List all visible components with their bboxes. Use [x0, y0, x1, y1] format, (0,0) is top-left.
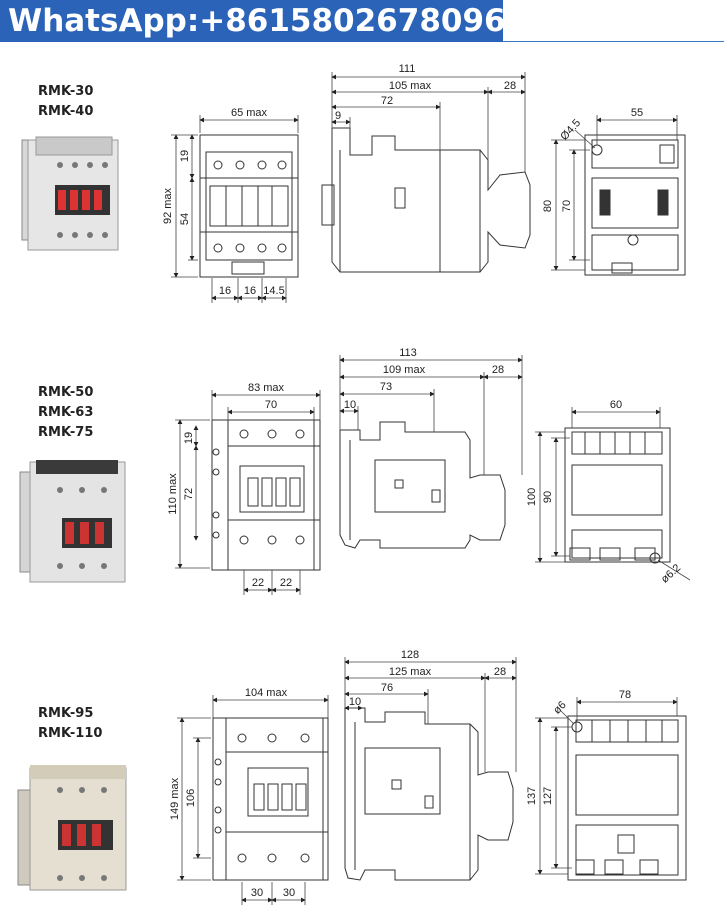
model-label: RMK-110: [38, 726, 103, 741]
front-dimensions-rmk30: [171, 115, 299, 303]
dim-back-hole: Ø4.5: [558, 117, 583, 143]
models-section-1: RMK-30 RMK-40: [38, 82, 93, 122]
dim-back-height-outer: 80: [542, 200, 554, 212]
dim-back-height-inner: 90: [542, 491, 554, 503]
dim-back-height-inner: 70: [561, 200, 573, 212]
dim-side-overall: 111: [399, 63, 416, 75]
back-view-rmk30: [584, 134, 686, 276]
dim-side-overall: 128: [401, 649, 419, 661]
dim-back-hole: ø6.2: [659, 562, 683, 586]
product-photo-rmk95: [17, 765, 127, 891]
side-dimensions-rmk95: [344, 657, 517, 772]
dim-back-hole: ø6: [551, 699, 569, 717]
banner-underline: [503, 41, 724, 42]
dim-back-height-outer: 137: [526, 787, 538, 805]
model-label: RMK-63: [38, 405, 94, 420]
dim-front-height-mid: 54: [179, 213, 191, 225]
model-label: RMK-50: [38, 385, 94, 400]
back-view-rmk95: [567, 715, 687, 881]
side-view-rmk50: [339, 421, 506, 549]
dim-side-handle: 28: [504, 80, 516, 92]
product-photo-rmk30: [21, 136, 119, 251]
dim-back-width: 55: [631, 107, 643, 119]
dim-front-width-inner: 70: [265, 399, 277, 411]
dim-front-pitch: 30: [251, 887, 263, 899]
dim-side-overall: 113: [399, 347, 417, 359]
dim-back-width: 78: [619, 689, 631, 701]
dim-front-width: 65 max: [231, 107, 268, 119]
front-view-rmk50: [211, 419, 321, 571]
dim-front-height-mid: 106: [185, 789, 197, 807]
dim-front-height-total: 92 max: [162, 187, 174, 224]
dim-front-pitch: 16: [244, 285, 256, 297]
model-label: RMK-30: [38, 84, 94, 99]
side-dimensions-rmk30: [331, 72, 526, 172]
dim-side-handle: 28: [492, 364, 504, 376]
model-label: RMK-40: [38, 104, 94, 119]
dim-front-pitch: 14.5: [263, 285, 284, 297]
dim-side-body: 125 max: [389, 666, 432, 678]
dim-front-height-mid: 72: [183, 488, 195, 500]
models-section-3: RMK-95 RMK-110: [38, 704, 102, 744]
dim-side-body: 109 max: [383, 364, 426, 376]
back-view-rmk50: [564, 427, 671, 564]
models-section-2: RMK-50 RMK-63 RMK-75: [38, 383, 93, 443]
dim-side-body: 105 max: [389, 80, 432, 92]
dim-front-height-total: 110 max: [167, 473, 179, 515]
dim-front-height-top: 19: [183, 432, 195, 444]
front-view-rmk95: [212, 717, 329, 881]
back-dimensions-rmk30: [551, 115, 678, 271]
dim-side-offset: 10: [349, 696, 361, 708]
dim-front-height-top: 19: [179, 150, 191, 162]
dim-side-handle: 28: [494, 666, 506, 678]
dim-side-mount: 72: [381, 95, 393, 107]
back-dimensions-rmk50: [535, 407, 691, 581]
dim-front-width: 104 max: [245, 687, 288, 699]
dim-back-height-outer: 100: [526, 488, 538, 506]
side-view-rmk95: [344, 707, 514, 881]
whatsapp-banner: WhatsApp:+8615802678096: [0, 0, 506, 42]
dim-front-pitch: 30: [283, 887, 295, 899]
whatsapp-contact-text: WhatsApp:+8615802678096: [8, 3, 506, 39]
dim-back-width: 60: [610, 399, 622, 411]
side-view-rmk30: [321, 127, 531, 273]
dim-front-pitch: 22: [252, 577, 264, 589]
dim-side-mount: 76: [381, 682, 393, 694]
front-dimensions-rmk95: [177, 695, 329, 905]
dim-front-pitch: 16: [219, 285, 231, 297]
model-label: RMK-75: [38, 425, 94, 440]
dim-side-offset: 9: [335, 110, 341, 122]
dim-side-mount: 73: [380, 381, 392, 393]
model-label: RMK-95: [38, 706, 94, 721]
dim-front-pitch: 22: [280, 577, 292, 589]
dim-back-height-inner: 127: [542, 787, 554, 805]
dim-front-height-total: 149 max: [169, 777, 181, 820]
dim-side-offset: 10: [344, 399, 356, 411]
side-dimensions-rmk50: [339, 355, 523, 475]
back-dimensions-rmk95: [535, 697, 678, 875]
dim-front-width: 83 max: [248, 382, 285, 394]
front-dimensions-rmk50: [175, 390, 321, 595]
front-view-rmk30: [199, 134, 299, 278]
product-photo-rmk50: [19, 460, 126, 583]
